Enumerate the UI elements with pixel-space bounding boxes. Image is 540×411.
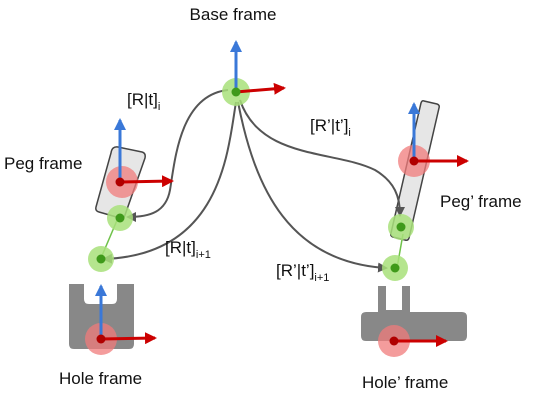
peg-prime-frame-origin-dot — [409, 156, 419, 166]
label-hole-frame: Hole frame — [59, 369, 142, 388]
label-transform-rt-i1-main: [R|t] — [165, 238, 196, 257]
label-hole-prime-frame: Hole’ frame — [362, 373, 448, 392]
peg-frame-x-axis — [119, 175, 174, 188]
hole-prime-waypoint-dot — [390, 263, 400, 273]
peg-waypoint — [107, 205, 133, 231]
transform-arrows — [102, 89, 405, 273]
label-transform-rt-i1-sub: i+1 — [196, 249, 211, 261]
arrow-base-to-hole-waypoint — [102, 101, 237, 264]
hole-frame-origin-dot — [96, 334, 106, 344]
label-transform-rt-prime-i1-sub: i+1 — [314, 272, 329, 284]
hole-prime-frame — [378, 325, 448, 357]
peg-frame-origin-dot — [115, 177, 125, 187]
arrow-base-to-hole-prime-waypoint — [237, 101, 388, 273]
arrow-base-to-peg-prime-waypoint — [239, 99, 405, 217]
peg-frame — [106, 118, 174, 198]
peg-prime-waypoint — [388, 214, 414, 240]
base-frame — [222, 40, 286, 106]
label-transform-rt-i-sub: i — [158, 101, 160, 113]
hole-waypoint — [88, 246, 114, 272]
hole-frame — [85, 284, 157, 355]
peg-prime-frame — [398, 102, 469, 177]
label-transform-rt-i1: [R|t]i+1 — [165, 238, 211, 261]
peg-prime-waypoint-dot — [396, 222, 406, 232]
label-transform-rt-prime-i-sub: i — [348, 127, 350, 139]
label-peg-prime-frame: Peg’ frame — [440, 192, 522, 211]
peg-waypoint-dot — [115, 213, 125, 223]
label-transform-rt-prime-i: [R’|t’]i — [310, 116, 351, 139]
label-transform-rt-prime-i1-main: [R’|t’] — [276, 261, 314, 280]
label-transform-rt-prime-i-main: [R’|t’] — [310, 116, 348, 135]
label-peg-frame: Peg frame — [4, 154, 82, 173]
base-frame-origin-dot — [231, 87, 241, 97]
hole-prime-frame-origin-dot — [389, 336, 399, 346]
hole-right — [361, 286, 467, 341]
label-transform-rt-prime-i1: [R’|t’]i+1 — [276, 261, 329, 284]
label-transform-rt-i: [R|t]i — [127, 90, 160, 113]
base-frame-x-axis — [235, 82, 286, 95]
hole-frame-x-axis — [100, 332, 157, 345]
label-transform-rt-i-main: [R|t] — [127, 90, 158, 109]
hole-prime-waypoint — [382, 255, 408, 281]
hole-waypoint-dot — [96, 254, 106, 264]
label-base-frame: Base frame — [190, 5, 277, 24]
